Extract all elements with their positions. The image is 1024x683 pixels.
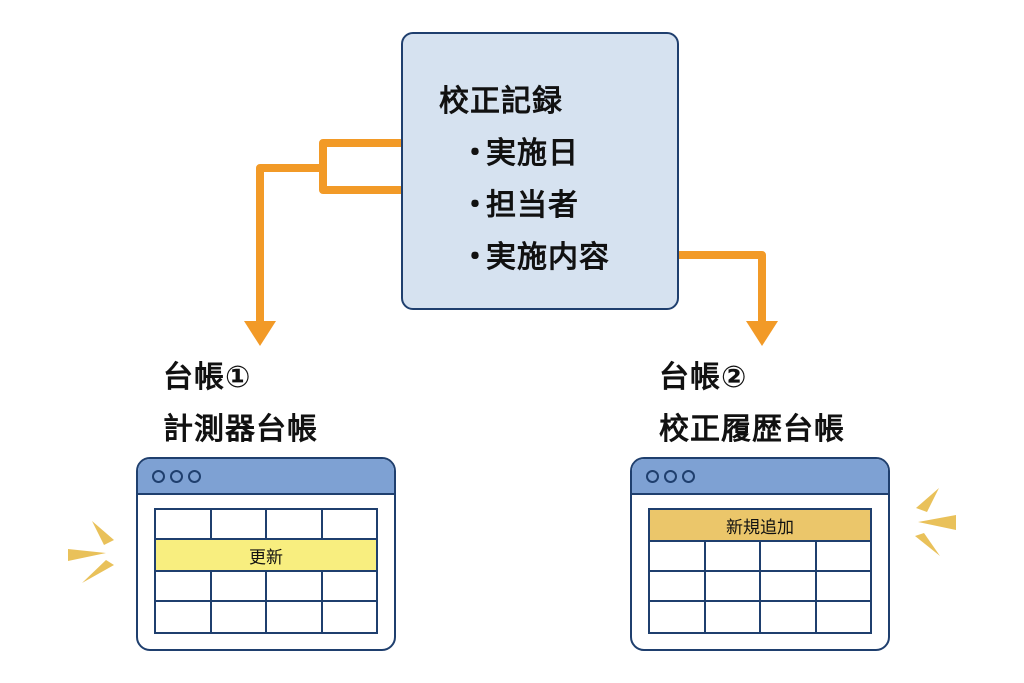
table-row xyxy=(650,602,870,632)
table-cell xyxy=(323,572,377,600)
table-cell xyxy=(156,572,212,600)
window-dot-icon xyxy=(664,470,677,483)
table-cell xyxy=(761,572,817,600)
table-cell xyxy=(817,572,871,600)
ledger-1-number: 台帳① xyxy=(163,360,252,395)
table-cell xyxy=(156,510,212,538)
table-row xyxy=(650,542,870,572)
table-cell xyxy=(817,542,871,570)
table-cell xyxy=(706,602,761,632)
ledger-1-window: 更新 xyxy=(136,457,396,651)
window-titlebar xyxy=(138,459,394,495)
window-titlebar xyxy=(632,459,888,495)
bullet: ・ xyxy=(460,188,491,223)
table-cell xyxy=(323,602,377,632)
window-dot-icon xyxy=(682,470,695,483)
table-cell xyxy=(267,602,323,632)
table-cell xyxy=(212,510,267,538)
table-cell xyxy=(267,572,323,600)
bullet: ・ xyxy=(460,240,491,275)
spark-icon-left xyxy=(68,521,114,583)
table-cell xyxy=(650,572,706,600)
record-title: 校正記録 xyxy=(439,84,563,119)
window-dot-icon xyxy=(646,470,659,483)
ledger-2-table: 新規追加 xyxy=(648,508,872,634)
connector-to-ledger-2 xyxy=(679,251,766,322)
table-cell xyxy=(817,602,871,632)
record-item-label: 担当者 xyxy=(486,188,579,223)
highlighted-row-new-entry: 新規追加 xyxy=(650,510,870,542)
ledger-2-window: 新規追加 xyxy=(630,457,890,651)
arrow-head-ledger-1 xyxy=(244,321,276,346)
table-cell xyxy=(706,572,761,600)
record-item-date: ・実施日 xyxy=(460,128,579,172)
arrow-head-ledger-2 xyxy=(746,321,778,346)
record-item-content: ・実施内容 xyxy=(460,232,610,276)
connector-to-ledger-1 xyxy=(256,164,323,322)
table-cell xyxy=(212,602,267,632)
table-cell xyxy=(212,572,267,600)
ledger-2-name: 校正履歴台帳 xyxy=(659,412,845,447)
record-item-person: ・担当者 xyxy=(460,180,579,224)
table-cell xyxy=(650,602,706,632)
table-row xyxy=(156,602,376,632)
table-row xyxy=(650,572,870,602)
table-row xyxy=(156,572,376,602)
table-cell xyxy=(761,602,817,632)
calibration-record-box xyxy=(401,32,679,310)
window-dot-icon xyxy=(170,470,183,483)
table-cell xyxy=(156,602,212,632)
table-cell xyxy=(650,542,706,570)
window-dot-icon xyxy=(188,470,201,483)
record-item-label: 実施日 xyxy=(486,136,579,171)
record-item-label: 実施内容 xyxy=(486,240,610,275)
ledger-2-number: 台帳② xyxy=(659,360,748,395)
ledger-1-name: 計測器台帳 xyxy=(163,412,318,447)
window-dot-icon xyxy=(152,470,165,483)
spark-icon-right xyxy=(915,488,956,556)
table-cell xyxy=(267,510,323,538)
ledger-1-table: 更新 xyxy=(154,508,378,634)
bracket-connector-left xyxy=(319,139,401,194)
highlighted-row-update: 更新 xyxy=(156,540,376,572)
table-cell xyxy=(761,542,817,570)
table-cell xyxy=(323,510,377,538)
table-cell xyxy=(706,542,761,570)
table-row xyxy=(156,510,376,540)
bullet: ・ xyxy=(460,136,491,171)
